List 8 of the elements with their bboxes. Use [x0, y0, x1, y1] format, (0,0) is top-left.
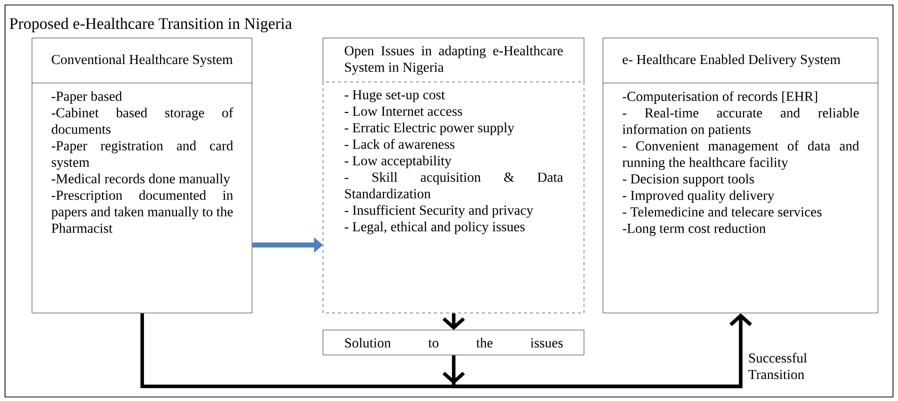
- system-box: Conventional Healthcare System -Paper based -Cabinet based storage of documents -Paper registration and card system -Medical records done manually -Prescription documented in papers and taken manually to the Pharmacist: [32, 38, 252, 314]
- system-box: e- Healthcare Enabled Delivery System -Computerisation of records [EHR] - Real-time accurate and reliable information on patients - Convenient management of data and running the healthcare facility - Decision support tools - Improved quality delivery - Telemedicine and telecare services -Long term cost reduction: [602, 38, 878, 314]
- arrow: [442, 313, 752, 388]
- title: Proposed e-Healthcare Transition in Nigeria: [10, 18, 292, 32]
- edge-label: Successful Transition: [747, 352, 820, 380]
- issues-box: Open Issues in adapting e-Healthcare System in Nigeria - Huge set-up cost - Low Internet access - Erratic Electric power supply - Lack of awareness - Low acceptability - Skill acquisition & Data Standardization - Insufficient Security and privacy - Legal, ethical and policy issues: [322, 38, 584, 314]
- node-label: Open Issues in adapting e-Healthcare System in Nigeria: [344, 46, 563, 75]
- solution-box: Solution to the issues: [322, 330, 584, 356]
